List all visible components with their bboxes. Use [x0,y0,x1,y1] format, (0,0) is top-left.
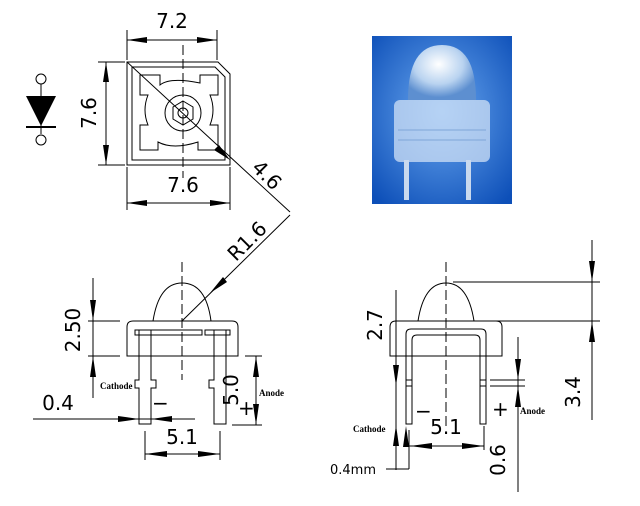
plus-sign: + [238,396,255,420]
cathode-label-right: Cathode [353,424,386,434]
led-photo [372,36,512,204]
dim-bottom-width: 7.6 [167,173,199,197]
dim-body-height: 2.50 [61,308,85,353]
anode-label-right: Anode [520,406,545,416]
dim-diagonal: 4.6 [247,155,286,194]
plus-sign-right: + [492,397,509,421]
dim-lead-width: 0.4 [42,391,74,415]
top-view: 7.2 7.6 7.6 4.6 [77,9,291,213]
dim-pitch-right: 5.1 [430,415,462,439]
dim-top-width: 7.2 [156,9,188,33]
side-view-left: R1.6 2.50 5.0 Cathode Anode − + 0.4 5.1 [33,214,291,460]
side-view-right: 3.4 2.7 0.6 5.1 0.4mm Cathode Anode − + [330,240,600,492]
dim-bend: 0.6 [486,444,510,476]
minus-sign: − [152,391,169,415]
diode-symbol-icon [26,73,56,146]
cathode-label: Cathode [100,381,133,391]
dim-lead-length: 3.4 [561,376,585,408]
dim-lead-step: 5.0 [219,374,243,406]
dim-radius: R1.6 [222,216,271,265]
dim-lead-width-mm: 0.4mm [330,463,376,478]
dim-pitch: 5.1 [166,425,198,449]
minus-sign-right: − [415,399,432,423]
anode-label: Anode [259,388,284,398]
dim-top-height: 7.6 [77,97,101,129]
dim-total-height: 2.7 [363,309,387,341]
